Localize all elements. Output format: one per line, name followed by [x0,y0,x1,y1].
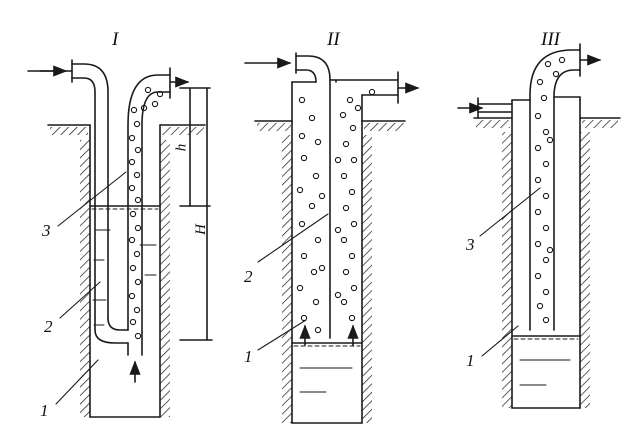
panel-1-bubbles [128,86,164,340]
panel-3-numeral: III [541,29,560,50]
panel-1-callout-1: 1 [40,401,49,420]
panel-2-callout-2: 2 [244,267,253,286]
panel-2-callout-1: 1 [244,347,253,366]
dimension-H-label: H [192,224,209,235]
dimension-h-label: h [173,143,190,152]
panel-1-well [27,59,213,418]
panel-2-well [244,52,420,424]
panel-3-callout-1: 1 [466,351,475,370]
panel-2-numeral: II [327,29,340,50]
panel-2-bubbles [296,88,376,334]
panel-1-callout-3: 3 [42,221,51,240]
panel-3-callout-3: 3 [466,235,475,254]
panel-1-numeral: I [112,29,119,50]
panel-3-bubbles [534,56,566,324]
panel-3-well [457,43,621,409]
panel-1-callout-2: 2 [44,317,53,336]
